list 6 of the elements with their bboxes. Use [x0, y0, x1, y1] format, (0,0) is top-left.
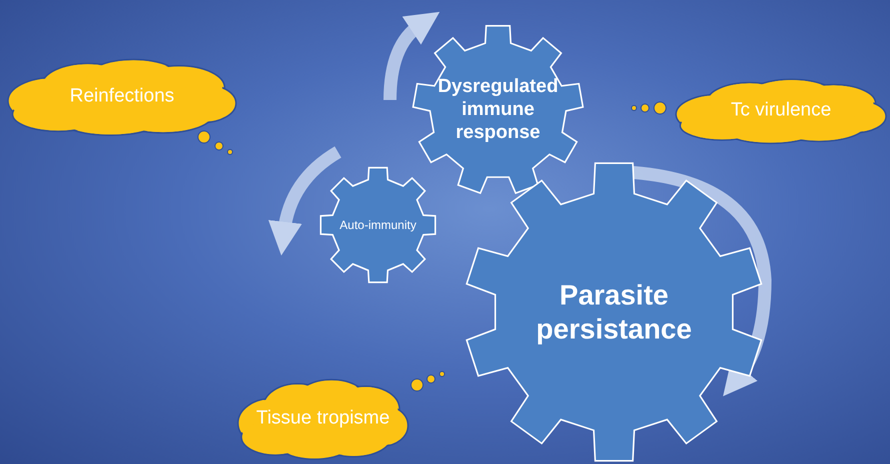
gear-label: Parasite persistance [535, 278, 693, 346]
cloud-label: Tissue tropisme [255, 408, 391, 430]
gear-label: Dysregulated immune response [436, 76, 560, 144]
cloud-label: Tc virulence [730, 100, 832, 122]
gear-label: Auto-immunity [338, 218, 418, 232]
cloud-label: Reinfections [68, 86, 176, 108]
